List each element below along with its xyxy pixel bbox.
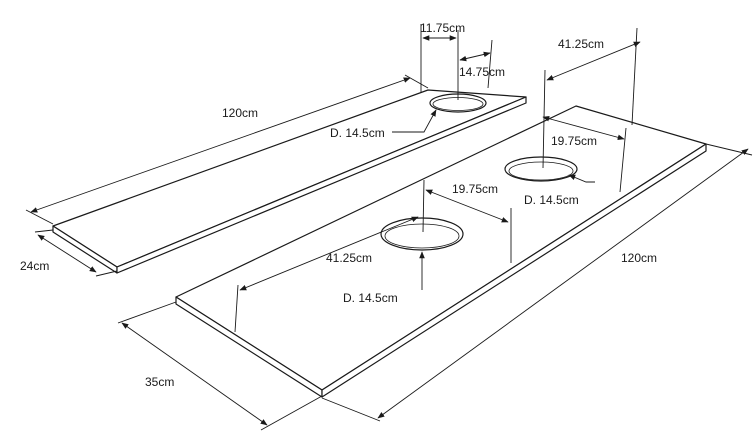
large-board-width-dimension: 35cm: [117, 301, 323, 431]
hole-offset-a-label: 11.75cm: [420, 21, 465, 35]
small-board-hole-diameter-callout: D. 14.5cm: [330, 109, 437, 140]
large-width-ext-a: [117, 301, 177, 324]
top-hole-ext-edge: [631, 27, 638, 126]
hole-offset-b-dim-line: [459, 51, 491, 62]
top-hole-edge-dim-line: [546, 41, 641, 81]
top-hole-edge-label: 41.25cm: [558, 37, 604, 51]
hole-ext-right: [487, 39, 493, 89]
small-length-ext-right: [404, 74, 429, 89]
large-length-label: 120cm: [621, 251, 657, 265]
top-hole-side-dim-line: [542, 115, 625, 141]
large-board-bottom-hole-inner: [384, 223, 460, 249]
large-width-label: 35cm: [145, 375, 174, 389]
bottom-hole-edge-label: 41.25cm: [326, 251, 372, 265]
large-width-dim-line: [121, 322, 268, 426]
large-board-length-dimension: 120cm: [321, 143, 753, 422]
small-length-ext-left: [25, 209, 54, 225]
small-board-width-dimension: 24cm: [20, 229, 118, 277]
small-width-ext-b: [95, 270, 118, 277]
small-width-label: 24cm: [20, 259, 49, 273]
small-board-length-dimension: 120cm: [25, 74, 429, 225]
small-width-ext-a: [34, 229, 54, 233]
top-hole-side-label: 19.75cm: [551, 134, 597, 148]
hole-offset-b-label: 14.75cm: [459, 65, 505, 79]
large-width-ext-b: [260, 395, 323, 431]
large-length-dim-line: [377, 148, 749, 419]
top-hole-diameter-label: D. 14.5cm: [524, 193, 579, 207]
large-length-ext-back: [705, 143, 753, 156]
small-width-dim-line: [37, 234, 97, 273]
large-board-top-hole-inner: [508, 161, 574, 181]
large-length-ext-front: [321, 397, 381, 422]
bottom-hole-side-label: 19.75cm: [452, 182, 498, 196]
small-hole-diameter-label: D. 14.5cm: [330, 126, 385, 140]
bottom-hole-diameter-label: D. 14.5cm: [343, 291, 398, 305]
small-hole-leader: [392, 109, 437, 133]
small-length-dim-line: [30, 77, 411, 213]
small-length-label: 120cm: [222, 106, 258, 120]
small-board-hole-offset-dimensions: 11.75cm 14.75cm: [420, 21, 505, 100]
